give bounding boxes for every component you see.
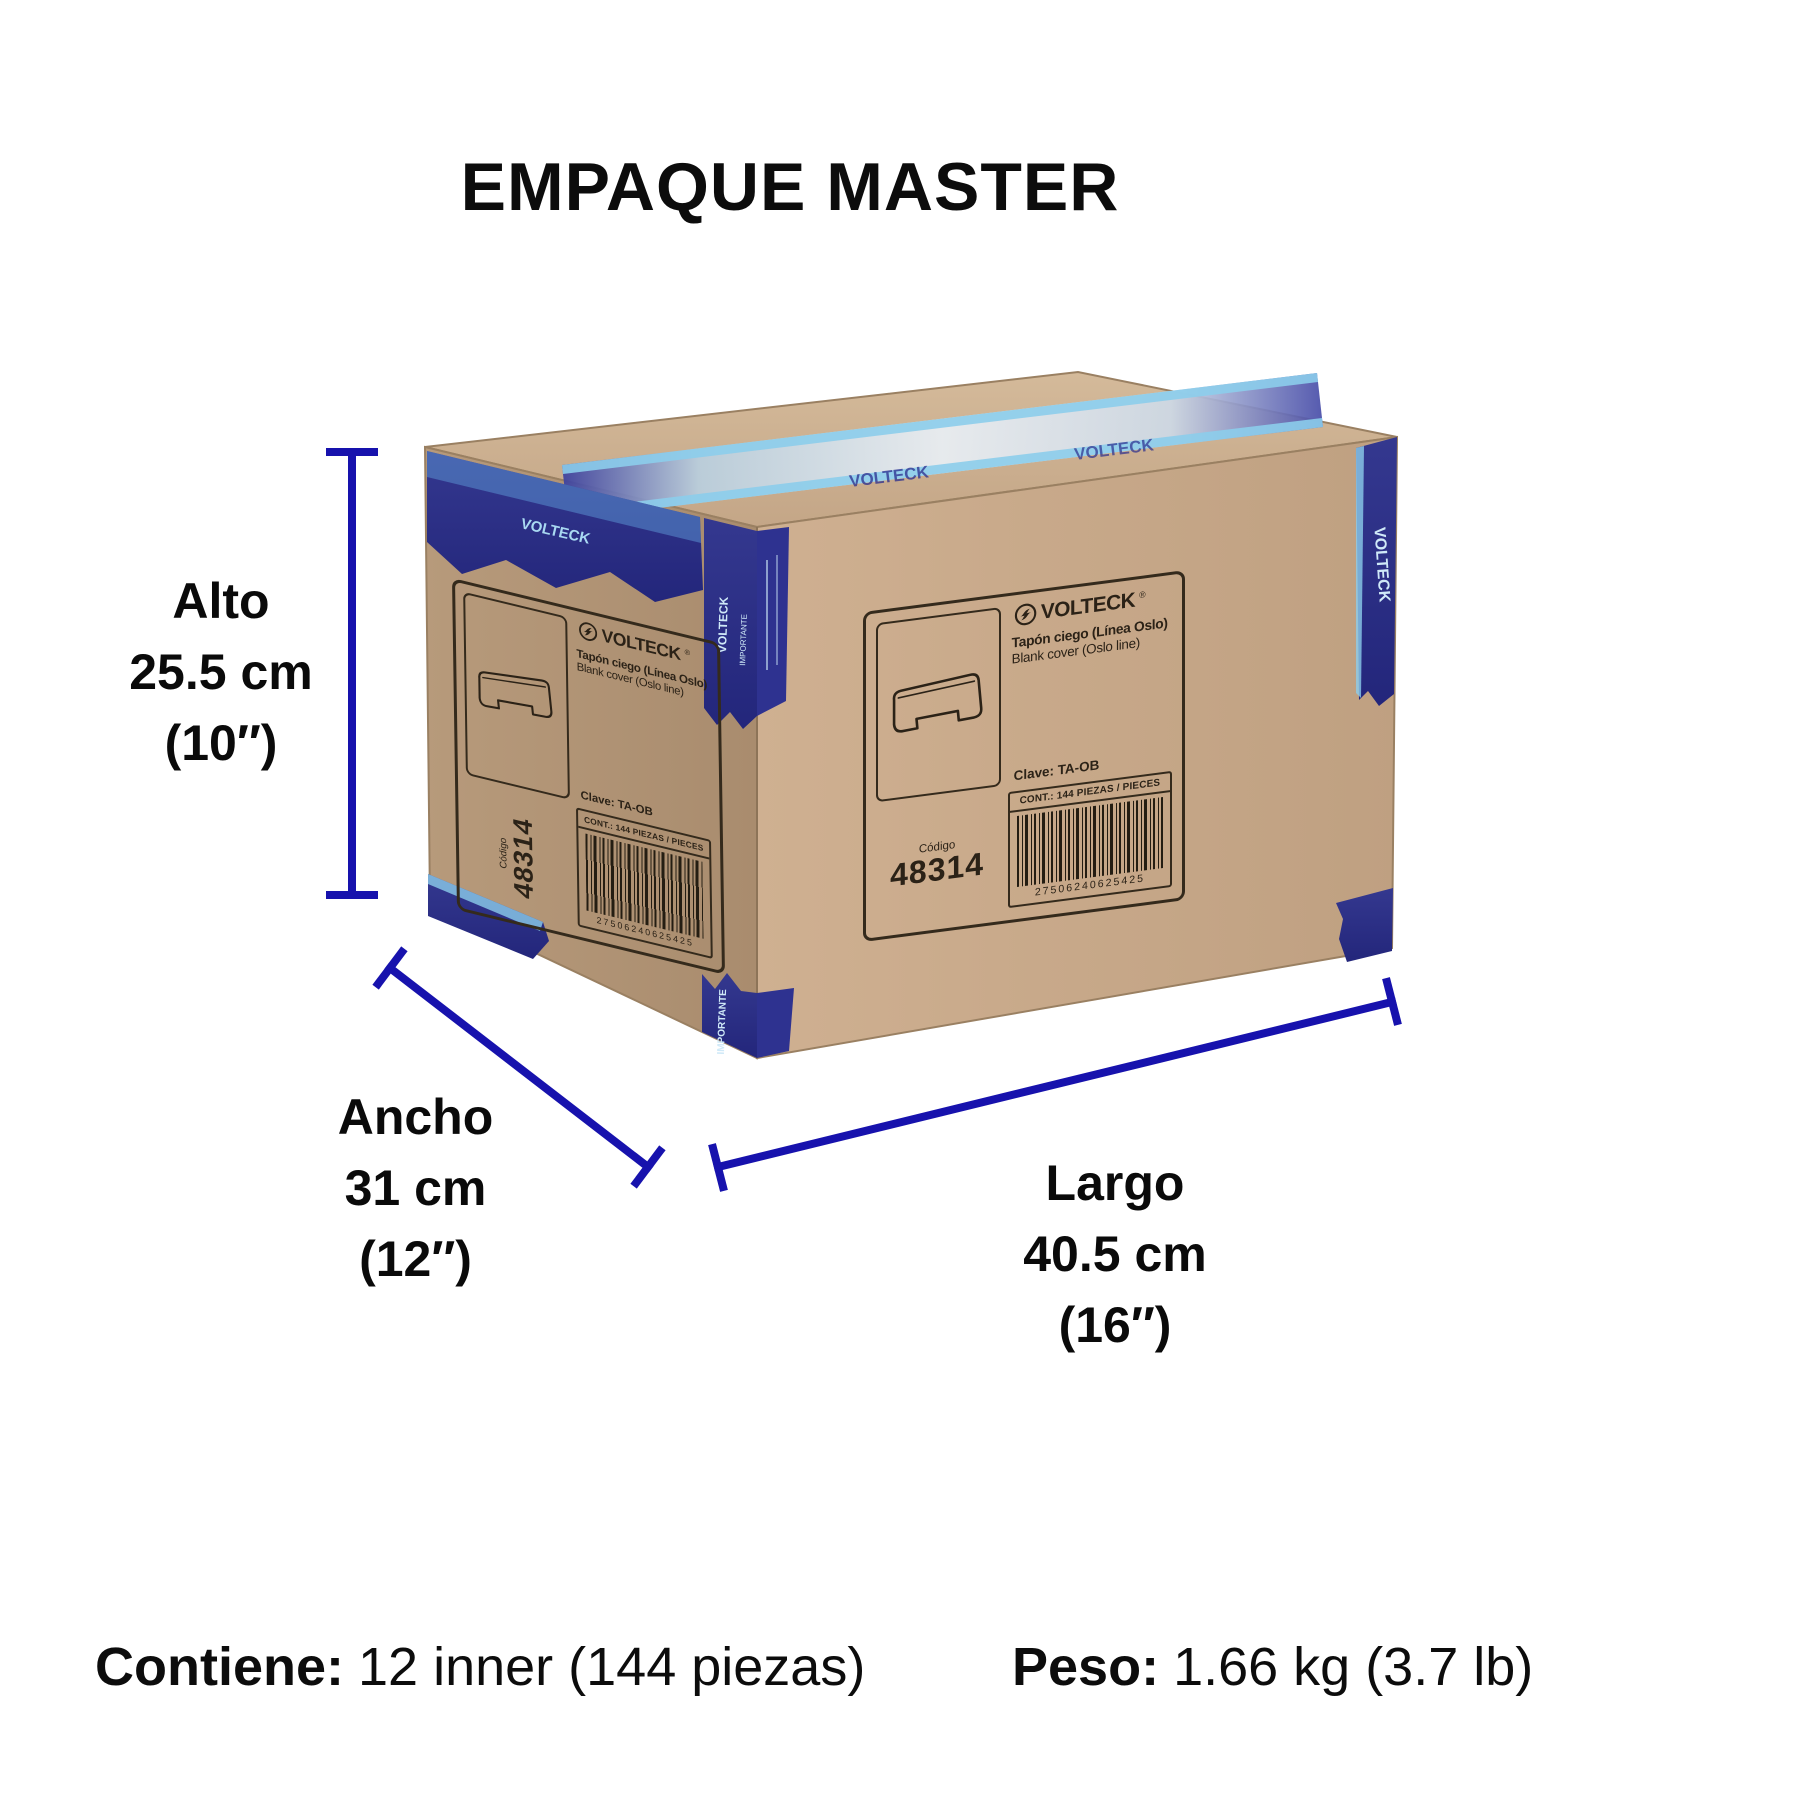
dimension-line-ancho bbox=[372, 946, 666, 1189]
peso-text: Peso:1.66 kg (3.7 lb) bbox=[1012, 1636, 1533, 1698]
alto-value: 25.5 cm bbox=[129, 644, 313, 700]
codigo-value: 48314 bbox=[507, 814, 539, 902]
label-text-area: VOLTECK ® Tapón ciego (Línea Oslo) Blank… bbox=[1008, 574, 1182, 791]
dimension-line-alto bbox=[326, 448, 378, 899]
tape-corner-bottom-left-stripe bbox=[428, 874, 543, 931]
contiene-text: Contiene:12 inner (144 piezas) bbox=[95, 1636, 865, 1698]
tape-print-line bbox=[776, 555, 778, 665]
product-drawing-frame bbox=[463, 591, 570, 800]
tape-seam-lower-right bbox=[757, 988, 794, 1058]
alto-inches: (10″) bbox=[164, 715, 278, 771]
volteck-swoosh-icon bbox=[1014, 604, 1036, 626]
dimension-line-largo bbox=[708, 977, 1402, 1192]
registered-mark-icon: ® bbox=[684, 646, 691, 658]
volteck-logo: VOLTECK ® bbox=[578, 619, 710, 672]
tape-seam-upper-right bbox=[757, 527, 789, 716]
tape-seam-upper-left bbox=[704, 518, 757, 729]
tape-top-seam bbox=[562, 373, 1323, 519]
blank-cover-drawing-icon bbox=[478, 671, 553, 719]
product-drawing-cell bbox=[455, 582, 576, 806]
contiene-label: Contiene: bbox=[95, 1637, 344, 1697]
product-drawing-frame bbox=[875, 607, 1002, 803]
codigo-block: Código 48314 bbox=[866, 791, 1008, 939]
ancho-inches: (12″) bbox=[359, 1231, 472, 1287]
tape-corner-bottom-right bbox=[1336, 888, 1393, 962]
ancho-label: Ancho bbox=[337, 1089, 494, 1145]
peso-value: 1.66 kg (3.7 lb) bbox=[1173, 1637, 1534, 1697]
tape-brand-text: VOLTECK bbox=[1370, 527, 1392, 604]
volteck-swoosh-icon bbox=[578, 622, 597, 642]
barcode-block: CONT.: 144 PIEZAS / PIECES 2750624062542… bbox=[1008, 771, 1172, 908]
codigo-inner: Código 48314 bbox=[890, 836, 985, 894]
tape-importante-text: IMPORTANTE bbox=[716, 989, 729, 1055]
codigo-value: 48314 bbox=[890, 845, 985, 894]
brand-name: VOLTECK bbox=[1040, 588, 1136, 624]
codigo-inner: Código 48314 bbox=[498, 812, 539, 902]
tape-right-edge-stripe bbox=[1356, 446, 1364, 698]
tape-corner-top-left-stripe bbox=[427, 451, 701, 543]
page-title: EMPAQUE MASTER bbox=[460, 149, 1120, 225]
codigo-block: Código 48314 bbox=[458, 777, 578, 936]
tape-right-edge bbox=[1356, 437, 1397, 706]
tape-importante-text: IMPORTANTE bbox=[738, 614, 749, 666]
tape-print-line bbox=[766, 560, 768, 670]
largo-inches: (16″) bbox=[1058, 1297, 1172, 1353]
tape-top-seam-stripe-upper bbox=[562, 373, 1318, 474]
box-label-side: VOLTECK ® Tapón ciego (Línea Oslo) Blank… bbox=[452, 578, 725, 975]
dimension-alto: Alto 25.5 cm (10″) bbox=[96, 566, 346, 779]
dimension-largo: Largo 40.5 cm (16″) bbox=[975, 1148, 1255, 1361]
blank-cover-drawing-icon bbox=[892, 672, 983, 733]
label-text-area: VOLTECK ® Tapón ciego (Línea Oslo) Blank… bbox=[573, 610, 720, 840]
box-label-front: VOLTECK ® Tapón ciego (Línea Oslo) Blank… bbox=[863, 570, 1185, 942]
tape-brand-text: VOLTECK bbox=[715, 596, 731, 653]
contiene-value: 12 inner (144 piezas) bbox=[358, 1637, 866, 1697]
largo-label: Largo bbox=[1045, 1155, 1185, 1211]
product-drawing-cell bbox=[866, 596, 1008, 809]
largo-value: 40.5 cm bbox=[1023, 1226, 1207, 1282]
volteck-logo: VOLTECK ® bbox=[1014, 584, 1174, 629]
ancho-value: 31 cm bbox=[344, 1160, 487, 1216]
peso-label: Peso: bbox=[1012, 1637, 1160, 1697]
registered-mark-icon: ® bbox=[1139, 589, 1146, 601]
alto-label: Alto bbox=[172, 573, 270, 629]
packing-tape: VOLTECK VOLTECK VOLTECK VOLTECK VOLTECK … bbox=[427, 373, 1397, 1058]
tape-seam-lower-left bbox=[702, 973, 757, 1058]
dimension-ancho: Ancho 31 cm (12″) bbox=[288, 1082, 543, 1295]
tape-top-seam-stripe-lower bbox=[567, 418, 1323, 519]
